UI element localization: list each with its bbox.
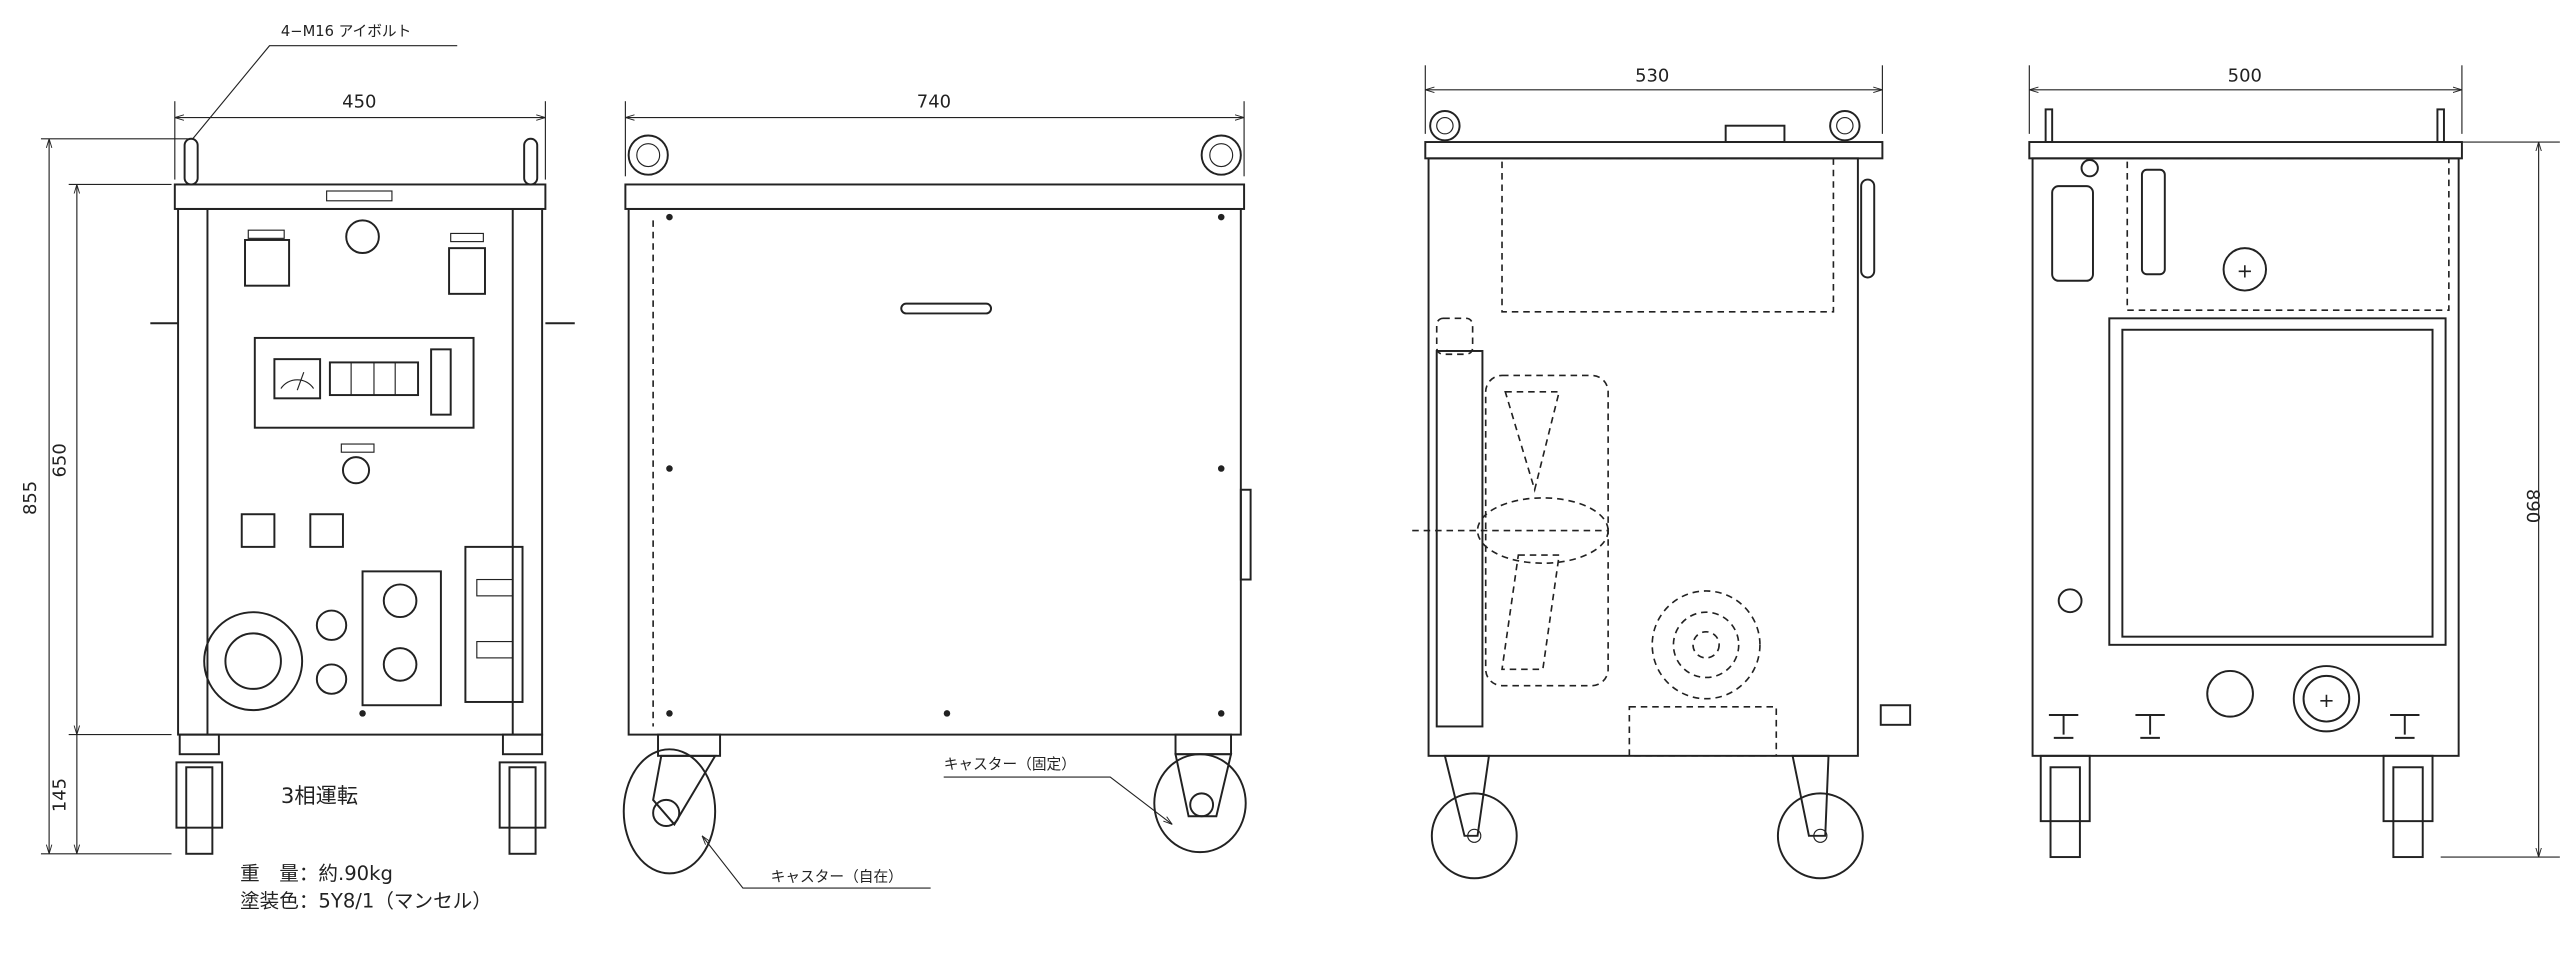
eyebolt bbox=[1429, 110, 1461, 142]
timer bbox=[448, 247, 486, 295]
eyebolt-callout: 4−M16 アイボルト bbox=[281, 23, 411, 40]
svg-text:+: + bbox=[2237, 260, 2253, 283]
ammeter bbox=[273, 358, 322, 400]
lamp bbox=[345, 219, 380, 255]
caster bbox=[2039, 754, 2091, 859]
eyebolt bbox=[1829, 110, 1861, 142]
top-plate bbox=[624, 183, 1246, 210]
caster-fixed-label: キャスター（固定） bbox=[944, 756, 1076, 773]
caster bbox=[1430, 754, 1518, 880]
body-height-dimension: 650 bbox=[49, 443, 70, 477]
height-dimension: 890 bbox=[2522, 489, 2543, 523]
fixed-caster bbox=[1153, 733, 1247, 854]
top-plate bbox=[2028, 141, 2463, 160]
outlet bbox=[240, 513, 276, 548]
top-plate bbox=[1424, 141, 1884, 160]
eyebolt bbox=[523, 137, 539, 186]
connector bbox=[315, 609, 348, 641]
operation-label: 3相運転 bbox=[281, 784, 358, 809]
caster bbox=[2382, 754, 2434, 859]
total-height-dimension: 855 bbox=[20, 481, 41, 515]
connector bbox=[315, 663, 348, 695]
power-socket bbox=[203, 611, 304, 712]
paint-color-label: 塗装色：5Y8/1（マンセル） bbox=[240, 890, 492, 913]
breaker bbox=[244, 238, 291, 287]
eyebolt bbox=[183, 137, 199, 186]
switch bbox=[2051, 185, 2094, 282]
caster bbox=[175, 733, 224, 855]
selector-knob bbox=[341, 456, 371, 485]
caster bbox=[498, 733, 547, 855]
width-dimension: 500 bbox=[2228, 66, 2262, 87]
meter-panel bbox=[253, 336, 475, 429]
eyebolt bbox=[627, 134, 669, 176]
front-view: 450 4−M16 アイボルト 855 650 145 3相運転 重 量： bbox=[20, 23, 575, 913]
width-dimension: 740 bbox=[917, 92, 951, 113]
caster bbox=[1776, 754, 1864, 880]
rear-view: 500 + + 890 bbox=[2028, 65, 2560, 859]
caster-height-dimension: 145 bbox=[49, 778, 70, 812]
handle bbox=[900, 302, 993, 315]
cabinet-body bbox=[1427, 157, 1859, 757]
top-plate bbox=[173, 183, 547, 210]
side-view: 740 キャスター（固定） キャスター（自在） bbox=[622, 92, 1252, 889]
weight-label: 重 量：約.90kg bbox=[240, 862, 393, 885]
eyebolt bbox=[1200, 134, 1242, 176]
svg-text:+: + bbox=[2318, 689, 2334, 712]
cabinet-body bbox=[177, 207, 544, 736]
width-dimension: 450 bbox=[342, 92, 376, 113]
swivel-caster bbox=[622, 733, 722, 875]
cabinet-body bbox=[627, 207, 1242, 736]
width-dimension: 530 bbox=[1635, 66, 1669, 87]
callout-leader bbox=[192, 45, 458, 140]
caster-swivel-label: キャスター（自在） bbox=[771, 869, 903, 886]
outlet bbox=[309, 513, 344, 548]
right-side-view: 530 bbox=[1412, 65, 1912, 880]
